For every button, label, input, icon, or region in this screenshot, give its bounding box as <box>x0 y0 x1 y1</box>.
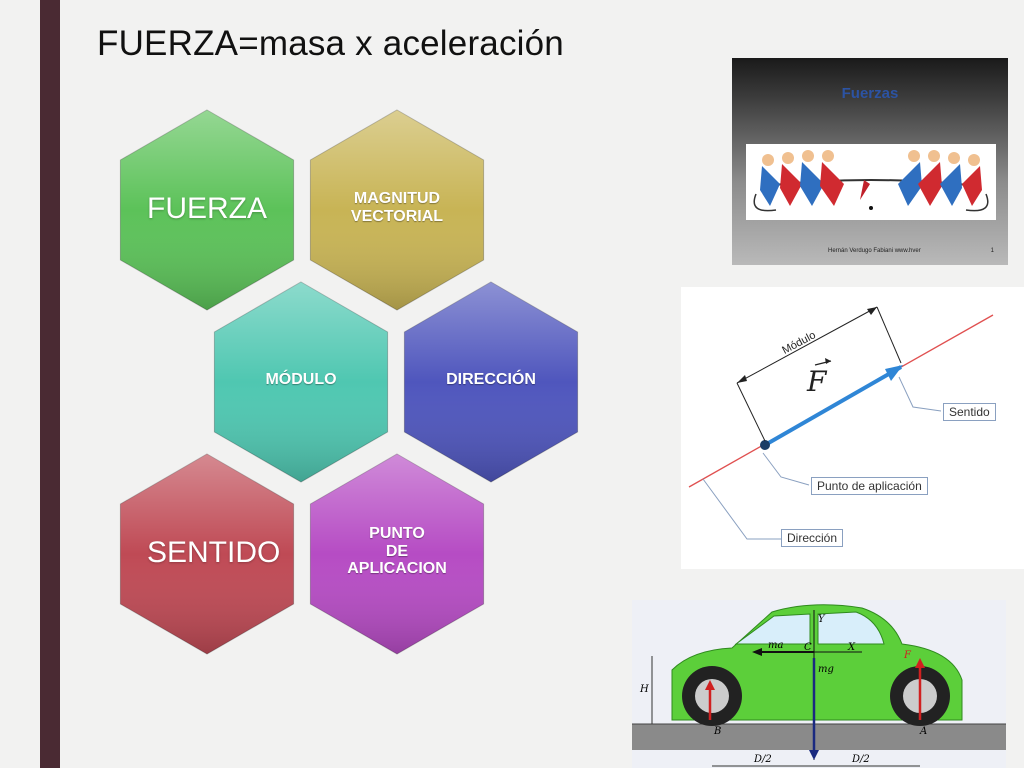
hexagon-label-sentido: SENTIDO <box>147 535 281 569</box>
hexagon-shade-punto <box>310 454 484 654</box>
hexagon-shade-fuerza <box>120 110 294 310</box>
point-b-label: B <box>714 726 722 737</box>
car-forces-diagram: Y X C ma mg H F B A D/2 D/2 <box>632 600 1006 768</box>
ma-label: ma <box>768 640 784 651</box>
tug-of-war-panel <box>746 144 996 220</box>
hexagon-label-direccion: DIRECCIÓN <box>446 371 536 388</box>
image-page-number: 1 <box>990 248 994 254</box>
force-vector-diagram: Módulo F Sentido Punto de aplicación Dir… <box>681 287 1024 569</box>
x-axis-label: X <box>848 642 856 653</box>
direccion-label: Dirección <box>781 529 844 547</box>
height-label: H <box>640 684 649 695</box>
point-a-label: A <box>920 726 928 737</box>
vector-symbol: F <box>807 365 827 398</box>
punto-aplicacion-label: Punto de aplicación <box>811 477 928 495</box>
hexagon-shade-direccion <box>404 282 578 482</box>
tug-of-war-image: Fuerzas <box>732 58 1008 265</box>
hexagon-shade-magnitud <box>310 110 484 310</box>
hexagon-shade-modulo <box>214 282 388 482</box>
accent-bar <box>40 0 60 768</box>
mg-label: mg <box>818 664 834 675</box>
hexagon-shade-sentido <box>120 454 294 654</box>
hexagon-label-fuerza: FUERZA <box>147 191 267 225</box>
half-distance-left: D/2 <box>754 754 772 765</box>
center-label: C <box>804 642 812 653</box>
half-distance-right: D/2 <box>852 754 870 765</box>
hexagon-cluster <box>119 109 579 655</box>
image-title: Fuerzas <box>841 85 899 102</box>
image-footer: Hernán Verdugo Fabiani www.hver <box>828 248 921 254</box>
sentido-label: Sentido <box>943 403 996 421</box>
y-axis-label: Y <box>818 614 825 625</box>
hexagon-label-modulo: MÓDULO <box>265 371 337 388</box>
force-a-label: F <box>904 650 911 661</box>
slide-title: FUERZA=masa x aceleración <box>97 24 564 63</box>
